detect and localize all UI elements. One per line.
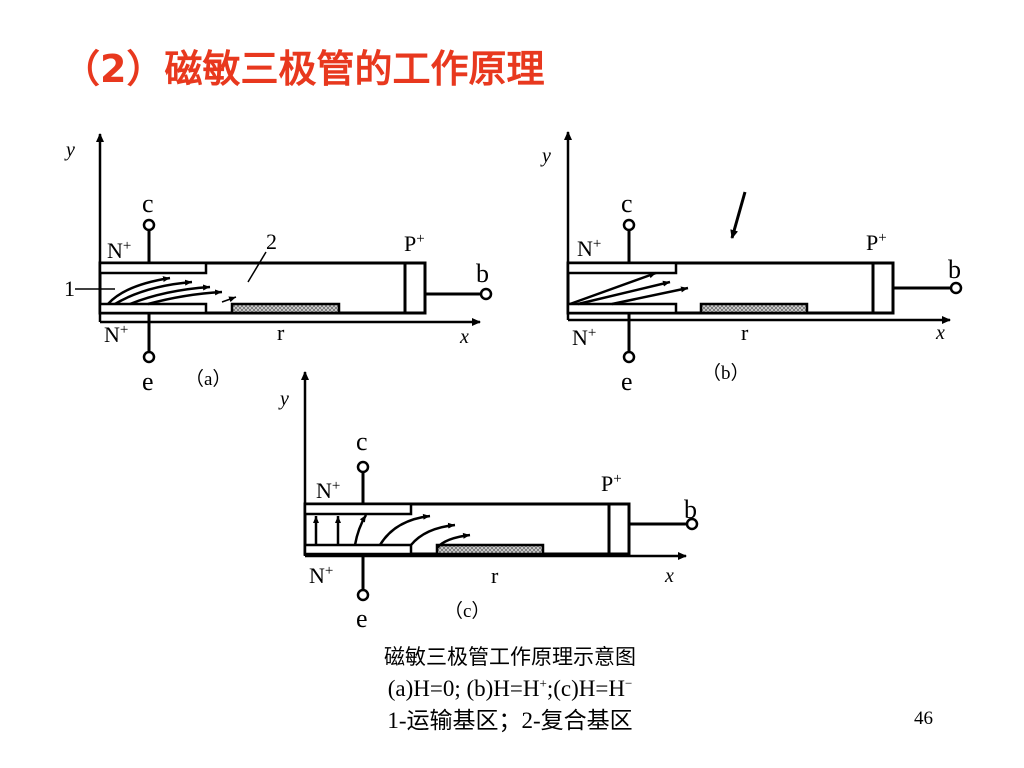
base-label-c: b [684, 495, 697, 524]
p-plus-region-a [403, 261, 427, 315]
n-plus-top-region-b [566, 261, 678, 275]
carrier-flow-arrows-c [313, 513, 471, 549]
emitter-terminal-c [356, 588, 370, 602]
n-plus-bottom-region-c [303, 543, 413, 556]
n-plus-top-label-b: N+ [577, 236, 601, 261]
figure-caption-conditions: (a)H=0; (b)H=H+;(c)H=H− [387, 675, 633, 701]
n-plus-top-label-a: N+ [107, 238, 131, 263]
p-plus-label-a: P+ [404, 231, 425, 256]
sub-caption-a: （a） [185, 368, 231, 390]
panel-a: y x c e b N+ N+ P+ r 1 2 （a） [64, 133, 493, 396]
carrier-flow-arrows-a [107, 276, 223, 306]
n-plus-top-label-c: N+ [316, 478, 340, 503]
n-plus-bottom-region-a [98, 302, 208, 315]
n-plus-top-region-a [98, 261, 208, 275]
emitter-label-a: e [142, 367, 154, 396]
collector-terminal-b [622, 218, 636, 232]
base-region-r-label-a: r [277, 320, 285, 345]
label-2-a: 2 [266, 229, 277, 254]
panel-b: y x c e b N+ N+ P+ r （b） [540, 131, 963, 396]
emitter-terminal-b [622, 350, 636, 364]
y-axis-label-c: y [278, 388, 289, 410]
collector-terminal-c [356, 460, 370, 474]
n-plus-bottom-region-b [566, 302, 678, 315]
x-axis-label-b: x [935, 322, 945, 344]
y-axis-label-a: y [64, 139, 75, 161]
recombination-base-region-b [699, 302, 809, 315]
base-label-b: b [948, 255, 961, 284]
emitter-terminal-a [142, 350, 156, 364]
transistor-diagram: y x c e b N+ N+ P+ r 1 2 （a） [64, 131, 963, 633]
collector-terminal-a [142, 218, 156, 232]
recombination-base-region-c [435, 543, 545, 556]
collector-label-b: c [621, 189, 633, 218]
x-axis-label-a: x [459, 326, 469, 348]
slide-title: （2）磁敏三极管的工作原理 [62, 47, 545, 91]
p-plus-region-b [871, 261, 895, 315]
x-axis-label-c: x [664, 565, 674, 587]
n-plus-bottom-label-a: N+ [104, 322, 128, 347]
base-region-r-label-b: r [741, 320, 749, 345]
sub-caption-c: （c） [444, 600, 490, 622]
figure-caption-title: 磁敏三极管工作原理示意图 [384, 645, 636, 669]
base-label-a: b [476, 259, 489, 288]
n-plus-bottom-label-b: N+ [572, 325, 596, 350]
base-terminal-b [949, 281, 963, 295]
sub-caption-b: （b） [702, 362, 750, 384]
base-terminal-c [685, 517, 699, 531]
emitter-label-c: e [356, 604, 368, 633]
label-1-a: 1 [64, 276, 75, 301]
y-axis-label-b: y [540, 145, 551, 167]
base-terminal-a [479, 287, 493, 301]
page-number: 46 [914, 708, 933, 729]
collector-label-a: c [142, 189, 154, 218]
p-plus-region-c [607, 502, 631, 556]
emitter-label-b: e [621, 367, 633, 396]
panel-c: y x c e b N+ N+ P+ r （c） [278, 371, 699, 633]
p-plus-label-b: P+ [866, 230, 887, 255]
magnetic-field-arrow-b [730, 191, 747, 239]
recombination-arrow-a [221, 296, 237, 303]
figure-caption-legend: 1-运输基区；2-复合基区 [387, 708, 633, 733]
leader-2-a [247, 251, 267, 283]
base-region-r-label-c: r [491, 563, 499, 588]
recombination-base-region-a [230, 302, 341, 315]
p-plus-label-c: P+ [601, 471, 622, 496]
n-plus-bottom-label-c: N+ [309, 563, 333, 588]
n-plus-top-region-c [303, 502, 413, 516]
collector-label-c: c [356, 427, 368, 456]
carrier-flow-arrows-b [569, 271, 689, 306]
